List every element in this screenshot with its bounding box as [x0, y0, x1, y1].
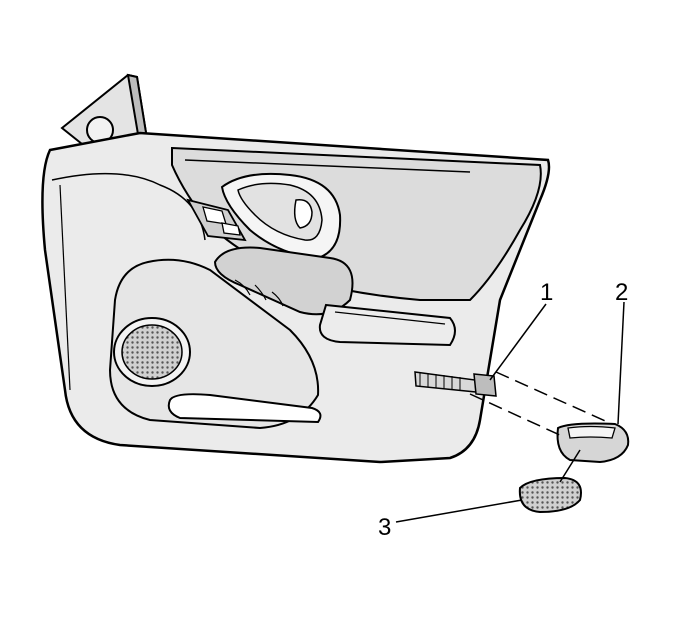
lower-pull-strip: [167, 393, 322, 424]
alignment-lines: [469, 371, 613, 437]
grille-insert: [518, 476, 582, 514]
leader-lines: [395, 301, 625, 523]
handle-cover: [556, 422, 630, 464]
armrest-pocket: [318, 303, 456, 347]
callout-1: 1: [540, 279, 553, 306]
door-handle-recess: [220, 172, 342, 260]
mirror-bracket: [60, 73, 150, 154]
window-switch: [186, 198, 247, 242]
callout-2: 2: [615, 279, 628, 306]
callout-3: 3: [378, 514, 391, 541]
armrest-pull-handle: [213, 246, 354, 316]
speaker-grille: [113, 317, 191, 387]
